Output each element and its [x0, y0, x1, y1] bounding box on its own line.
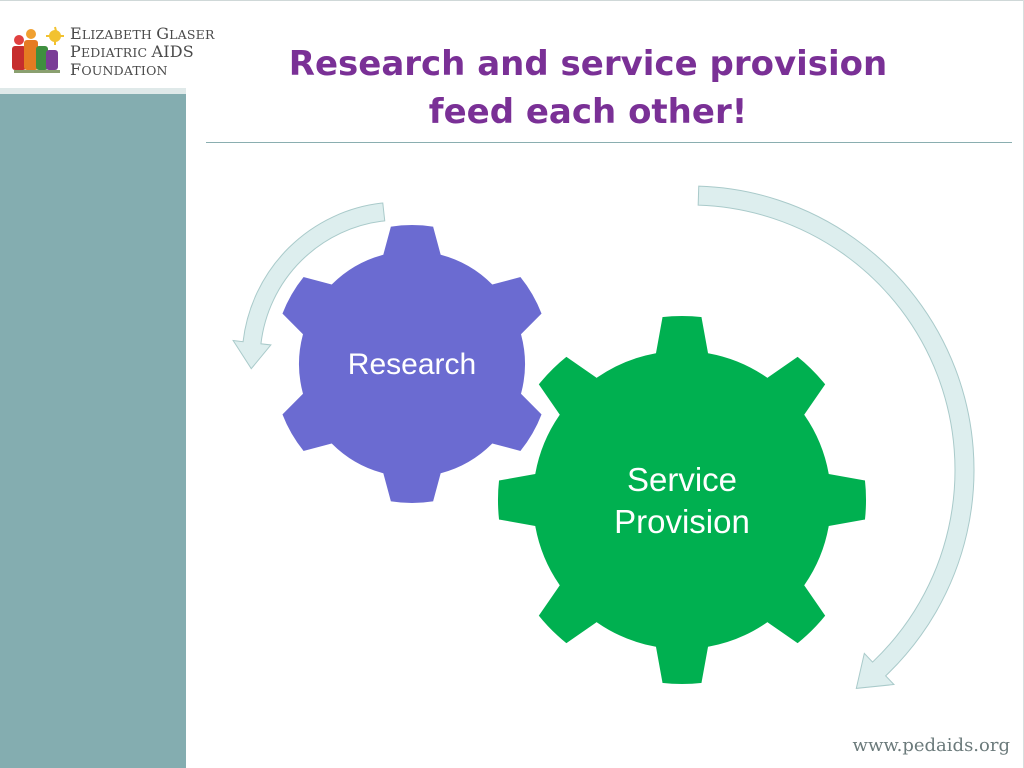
service-provision-gear: [495, 313, 869, 687]
slide-title-line-1: Research and service provision: [288, 44, 888, 84]
research-gear: [280, 223, 544, 505]
sidebar-band: [0, 94, 186, 768]
egpaf-logo-icon: [12, 26, 64, 73]
service-gear-label-line-1: Service: [627, 461, 737, 498]
title-divider: [206, 142, 1012, 143]
logo-line-2: PEDIATRIC AIDS: [70, 42, 194, 61]
research-gear-label: Research: [348, 348, 476, 381]
logo-line-3: FOUNDATION: [70, 60, 168, 79]
slide-title-line-2: feed each other!: [428, 92, 748, 132]
logo-wordmark: ELIZABETH GLASER PEDIATRIC AIDS FOUNDATI…: [70, 24, 215, 79]
slide-top-border: [0, 0, 1024, 1]
sidebar-divider: [0, 88, 186, 94]
foundation-logo: ELIZABETH GLASER PEDIATRIC AIDS FOUNDATI…: [10, 24, 215, 80]
curved-arrow-icon: [697, 185, 975, 689]
footer-url: www.pedaids.org: [852, 735, 1010, 756]
slide-title: Research and service provision feed each…: [240, 40, 936, 136]
logo-line-1: ELIZABETH GLASER: [70, 24, 215, 43]
curved-arrow-icon: [232, 202, 386, 370]
service-gear-label-line-2: Provision: [614, 503, 750, 540]
